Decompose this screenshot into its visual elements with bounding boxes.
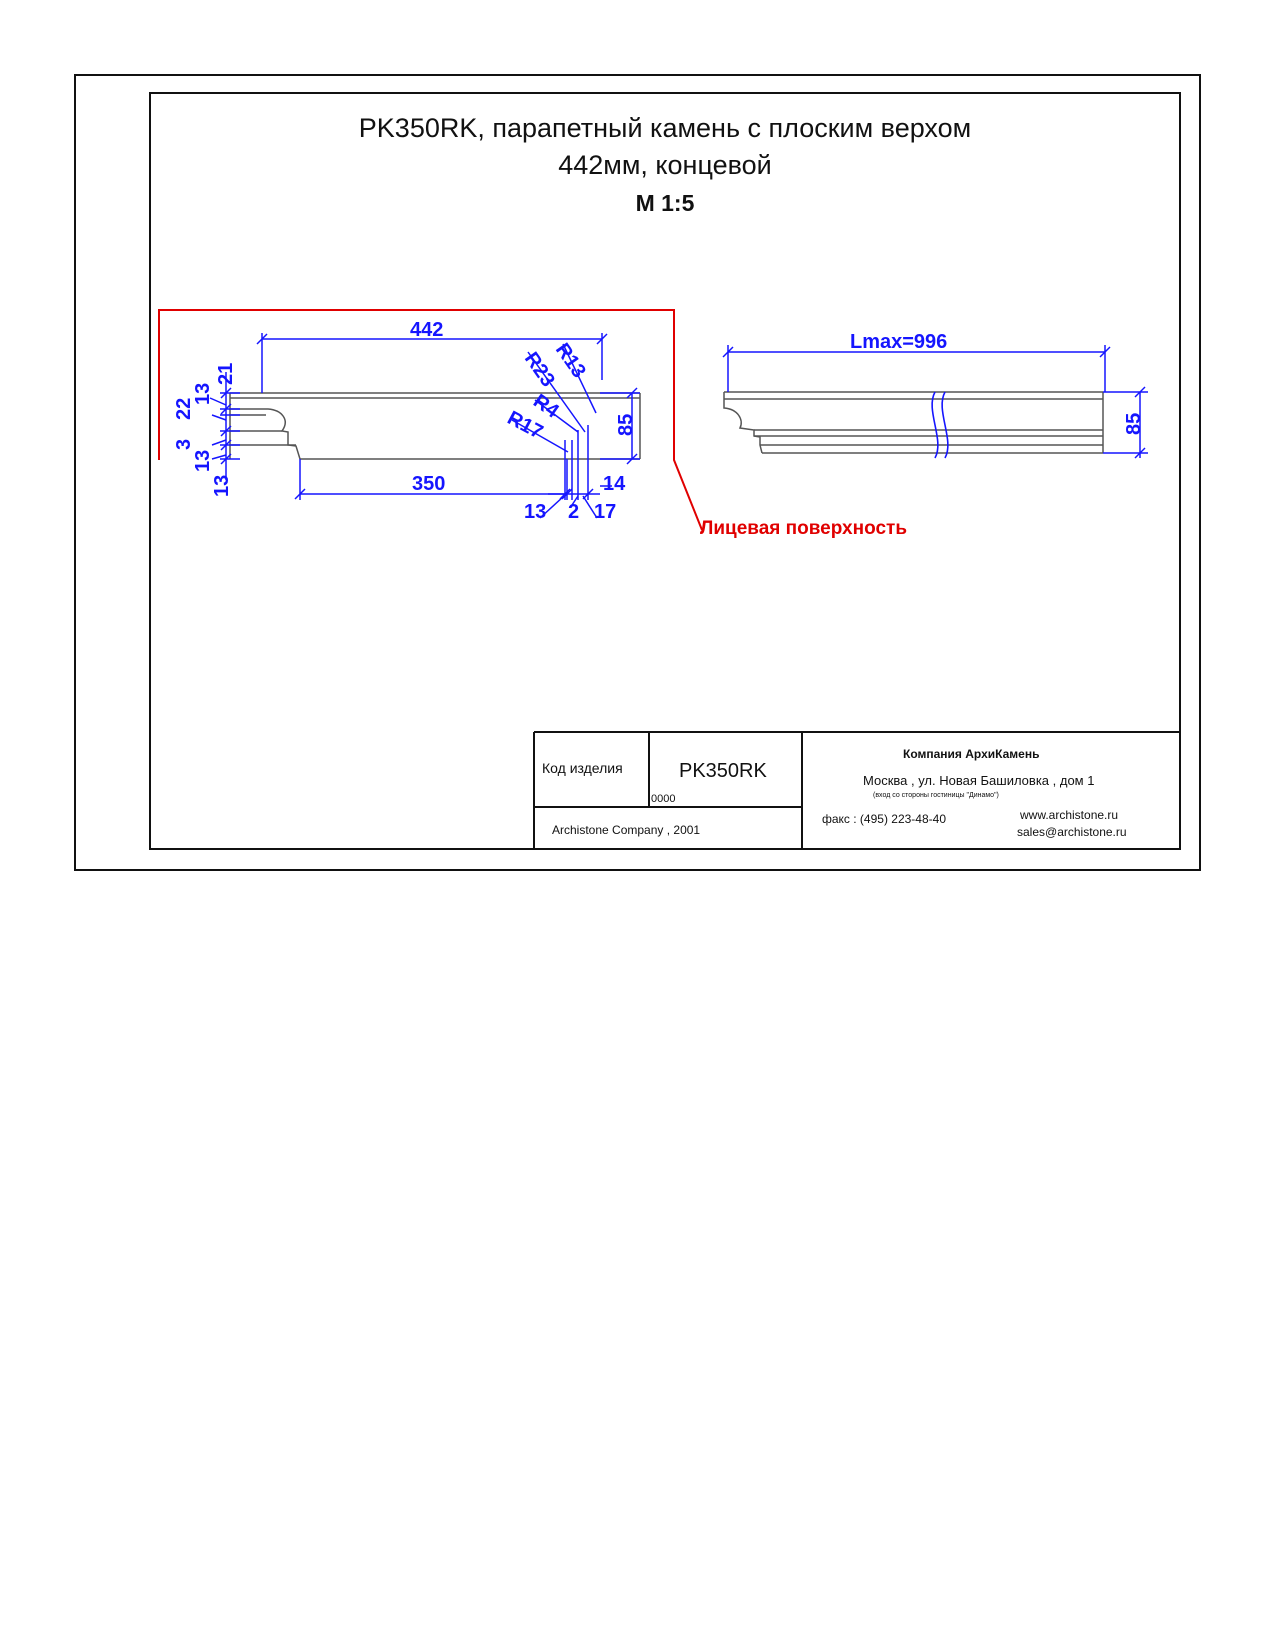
drawing-scale: M 1:5 — [635, 190, 695, 216]
dim-17: 17 — [594, 501, 616, 523]
company-email: sales@archistone.ru — [1017, 825, 1127, 839]
title-block-grid — [533, 731, 1180, 849]
dim-350: 350 — [412, 473, 445, 495]
dim-22: 22 — [173, 398, 195, 420]
dim-442: 442 — [410, 319, 443, 341]
dim-21: 21 — [215, 363, 237, 385]
dim-3: 3 — [173, 439, 195, 450]
inner-frame — [149, 92, 1181, 850]
face-surface-label: Лицевая поверхность — [700, 518, 907, 539]
face-surface-marker — [158, 309, 703, 531]
drawing-subtitle: 442мм, концевой — [558, 150, 772, 180]
drawing-title: PK350RK, парапетный камень с плоским вер… — [358, 113, 972, 143]
dim-85-right: 85 — [1123, 413, 1145, 435]
company-phone: факс : (495) 223-48-40 — [822, 812, 946, 826]
copyright-text: Archistone Company , 2001 — [552, 823, 701, 837]
dim-13-a: 13 — [192, 383, 214, 405]
profile-view: 442 350 85 R13 R23 R4 R17 21 13 22 3 13 … — [173, 319, 641, 523]
dim-14: 14 — [603, 473, 626, 495]
dim-13-c: 13 — [211, 475, 233, 497]
elevation-view: Lmax=996 85 — [722, 331, 1148, 459]
dim-2: 2 — [568, 501, 579, 523]
dim-13-bottom: 13 — [524, 501, 546, 523]
drawing-number: 0000 — [651, 793, 676, 805]
company-website: www.archistone.ru — [1020, 808, 1119, 822]
company-name: Компания АрхиКамень — [903, 747, 1040, 761]
product-code-label: Код изделия — [542, 760, 623, 776]
dim-13-b: 13 — [192, 450, 214, 472]
product-code-value: PK350RK — [679, 760, 767, 782]
outer-frame — [74, 74, 1201, 871]
dim-85-left: 85 — [615, 414, 637, 436]
company-address: Москва , ул. Новая Башиловка , дом 1 — [863, 773, 1095, 788]
dim-lmax: Lmax=996 — [850, 331, 947, 353]
company-entrance: (вход со стороны гостиницы "Динамо") — [873, 792, 999, 799]
